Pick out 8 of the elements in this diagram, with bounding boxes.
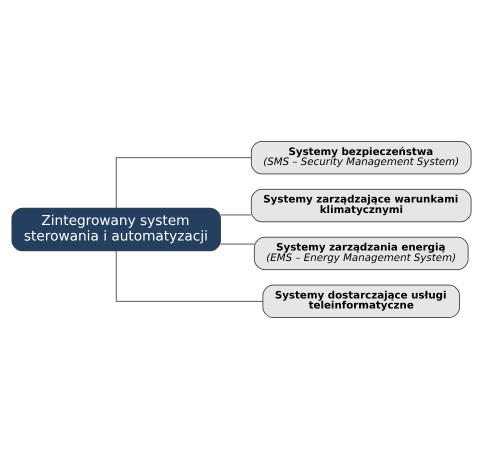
node-box: Systemy zarządzania energią (EMS – Energy Management System) bbox=[254, 236, 469, 270]
node-box: Zintegrowany system sterowania i automatyzacji bbox=[11, 208, 221, 252]
node-box: Systemy dostarczające usługi teleinformatyczne bbox=[262, 284, 460, 318]
connector bbox=[220, 214, 252, 216]
connector bbox=[116, 250, 264, 302]
node-box: Systemy zarządzające warunkami klimatycznymi bbox=[250, 188, 472, 222]
connector bbox=[116, 157, 252, 208]
node-box: Systemy bezpieczeństwa (SMS – Security Management System) bbox=[250, 141, 472, 174]
